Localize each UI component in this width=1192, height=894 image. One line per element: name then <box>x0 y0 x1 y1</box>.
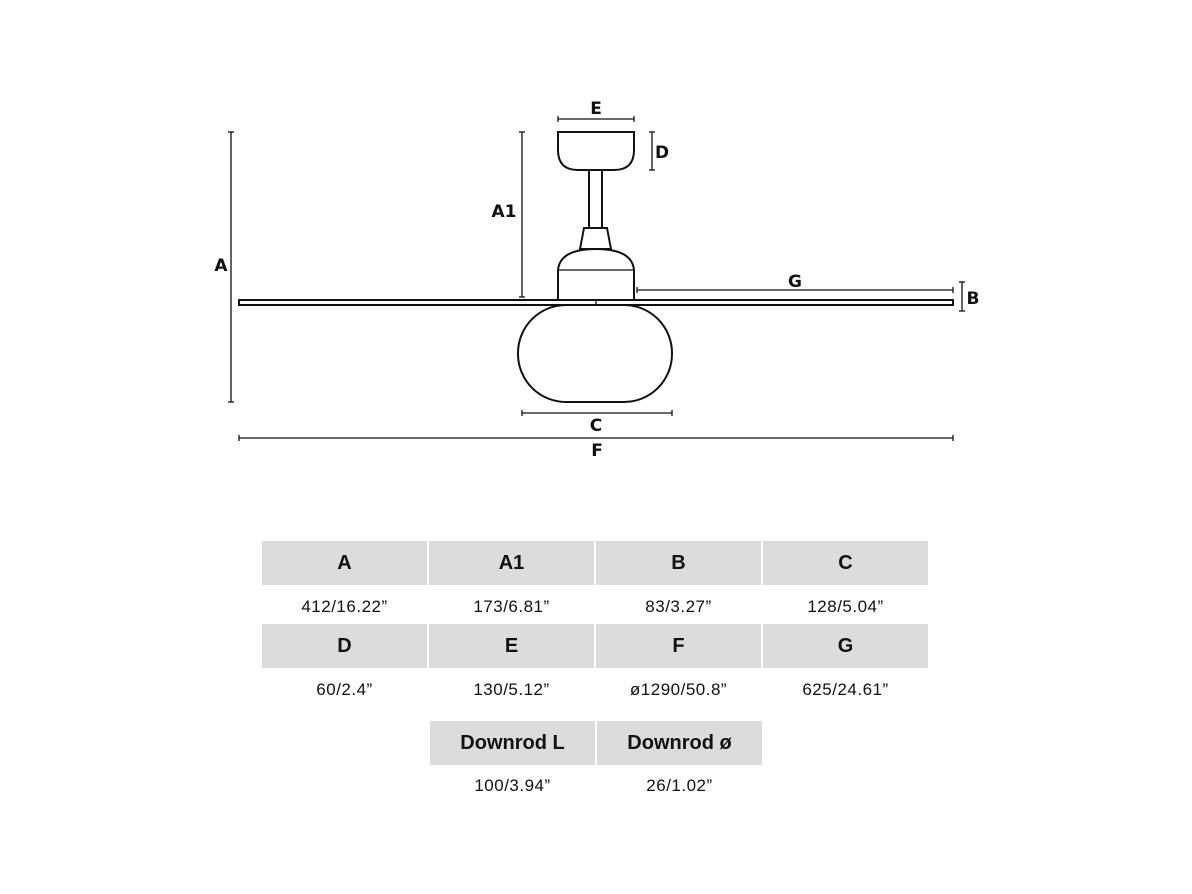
header-e: E <box>429 624 594 668</box>
header-b: B <box>596 541 761 585</box>
header-c: C <box>763 541 928 585</box>
dimension-g: G <box>636 272 954 293</box>
fan-drawing <box>238 131 954 403</box>
dimension-a: A <box>214 131 234 403</box>
header-d: D <box>262 624 427 668</box>
header-downrod-diameter: Downrod ø <box>597 721 762 765</box>
ceiling-fan-dimension-diagram: A A1 E D C F <box>214 99 980 461</box>
value-e: 130/5.12” <box>473 680 550 699</box>
header-a1: A1 <box>429 541 594 585</box>
header-downrod-length: Downrod L <box>430 721 595 765</box>
label-b: B <box>967 289 980 309</box>
dimension-a1: A1 <box>492 131 525 298</box>
coupler <box>578 227 613 250</box>
value-c: 128/5.04” <box>807 597 884 616</box>
value-downrod-diameter: 26/1.02” <box>646 776 713 795</box>
downrod <box>588 169 603 229</box>
dimension-f: F <box>238 435 954 461</box>
value-a: 412/16.22” <box>301 597 388 616</box>
label-a1: A1 <box>492 202 517 222</box>
header-g: G <box>763 624 928 668</box>
dimension-d: D <box>649 131 669 171</box>
motor-housing <box>557 247 635 301</box>
dimension-e: E <box>557 99 635 122</box>
value-f: ø1290/50.8” <box>629 680 728 699</box>
value-a1: 173/6.81” <box>473 597 550 616</box>
label-e: E <box>590 99 602 119</box>
header-a: A <box>262 541 427 585</box>
value-downrod-length: 100/3.94” <box>474 776 551 795</box>
header-f: F <box>596 624 761 668</box>
value-b: 83/3.27” <box>645 597 712 616</box>
canopy <box>557 131 635 171</box>
dimension-b: B <box>959 281 980 312</box>
label-d: D <box>655 143 669 163</box>
label-c: C <box>590 416 602 436</box>
label-g: G <box>788 272 802 292</box>
label-f: F <box>591 441 603 461</box>
value-d: 60/2.4” <box>316 680 373 699</box>
light-globe <box>517 304 673 403</box>
dimension-c: C <box>521 410 673 436</box>
label-a: A <box>214 256 228 276</box>
value-g: 625/24.61” <box>802 680 889 699</box>
